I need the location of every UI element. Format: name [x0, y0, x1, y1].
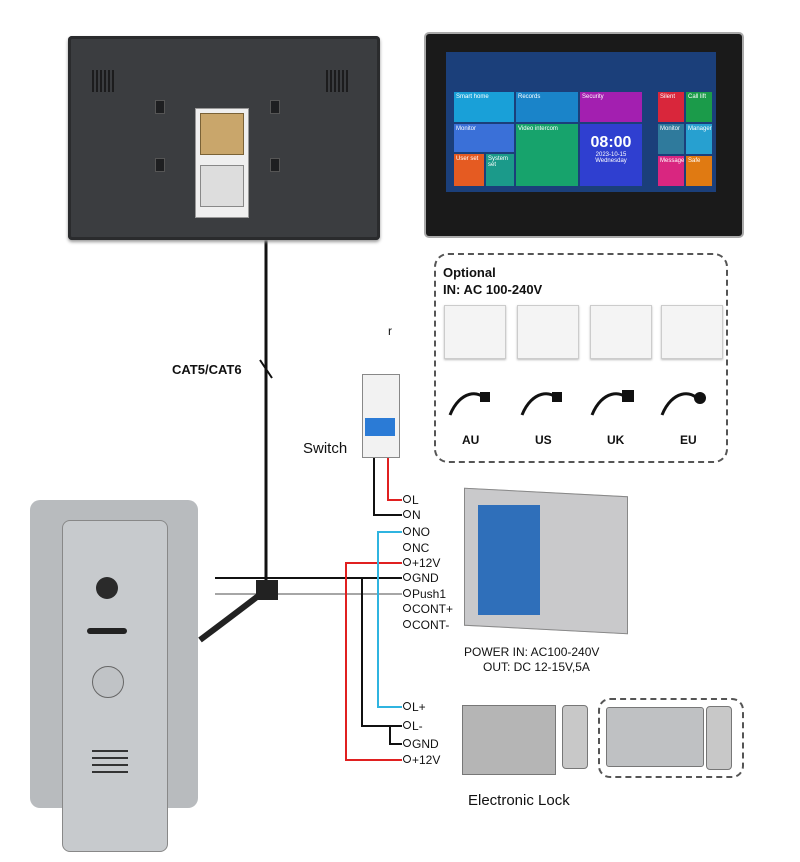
wire-gnd-lock — [389, 726, 402, 745]
optional-title: Optional — [443, 265, 496, 280]
switch-label: Switch — [303, 440, 348, 457]
terminal-gnd: GND — [403, 571, 439, 585]
electronic-lock-open-view — [462, 705, 556, 775]
clock-tile: 08:00 2023-10-15 Wednesday — [580, 124, 642, 186]
tile-message: Message — [658, 156, 684, 186]
call-button[interactable] — [92, 666, 124, 698]
clock-day: Wednesday — [595, 158, 627, 164]
terminal-lock-12v: +12V — [403, 753, 440, 767]
wire-L — [387, 452, 402, 501]
au-plug-icon — [448, 392, 490, 416]
uk-socket-icon — [590, 305, 652, 359]
tile-user-set: User set — [454, 154, 484, 186]
vent-grille — [92, 70, 114, 92]
cable-break-mark — [259, 359, 273, 379]
tile-safe: Safe — [686, 156, 712, 186]
stray-character: r — [388, 324, 392, 338]
wire-12v — [345, 562, 402, 761]
psu-spec-line1: POWER IN: AC100-240V — [464, 645, 600, 659]
monitor-screen: Smart home Records Security Monitor Vide… — [446, 52, 716, 192]
terminal-no: NO — [403, 525, 430, 539]
terminal-12v: +12V — [403, 556, 440, 570]
us-socket-icon — [517, 305, 579, 359]
connector — [256, 580, 278, 600]
psu-spec-line2: OUT: DC 12-15V,5A — [483, 660, 590, 674]
mounting-slot — [270, 100, 280, 114]
region-au: AU — [462, 433, 480, 447]
mounting-slot — [155, 100, 165, 114]
us-plug-icon — [520, 392, 562, 416]
tile-monitor-2: Monitor — [658, 124, 684, 154]
tile-system-set: System set — [486, 154, 514, 186]
terminal-push1: Push1 — [403, 587, 446, 601]
lock-strike-plate — [562, 705, 588, 769]
region-eu: EU — [680, 433, 697, 447]
breaker-toggle — [365, 418, 395, 436]
eu-plug-icon — [660, 392, 706, 416]
vent-grille — [326, 70, 348, 92]
ir-led-slot — [87, 628, 127, 634]
terminal-cont-minus: CONT- — [403, 618, 449, 632]
terminal-nc: NC — [403, 541, 429, 555]
tile-silent: Silent — [658, 92, 684, 122]
plug-icons — [448, 390, 706, 416]
tile-monitor: Monitor — [454, 124, 514, 152]
lock-label: Electronic Lock — [468, 792, 570, 809]
wire-no — [377, 531, 402, 708]
mounting-slot — [270, 158, 280, 172]
camera-lens-icon — [96, 577, 118, 599]
region-uk: UK — [607, 433, 625, 447]
tile-manager: Manager — [686, 124, 712, 154]
mounting-slot — [155, 158, 165, 172]
tile-records: Records — [516, 92, 578, 122]
au-socket-icon — [444, 305, 506, 359]
connector-board — [200, 113, 244, 155]
tile-security: Security — [580, 92, 642, 122]
lock-keeper-plate — [706, 706, 732, 770]
terminal-n: N — [403, 508, 421, 522]
optional-input: IN: AC 100-240V — [443, 282, 543, 297]
wire-nc — [361, 578, 402, 727]
circuit-breaker — [362, 374, 400, 458]
psu-circuit-board — [478, 505, 540, 615]
terminal-lock-plus: L+ — [403, 700, 426, 714]
speaker-grille — [92, 745, 128, 773]
terminal-cont-plus: CONT+ — [403, 602, 453, 616]
tile-smart-home: Smart home — [454, 92, 514, 122]
lock-alternative-box — [598, 698, 744, 778]
terminal-lock-gnd: GND — [403, 737, 439, 751]
region-us: US — [535, 433, 552, 447]
eu-socket-icon — [661, 305, 723, 359]
electronic-lock-closed-view — [606, 707, 704, 767]
tile-call-lift: Call lift — [686, 92, 712, 122]
tile-video-intercom: Video intercom — [516, 124, 578, 186]
wire-N — [373, 452, 402, 516]
optional-plug-box — [434, 253, 728, 463]
cable-label: CAT5/CAT6 — [172, 362, 242, 377]
terminal-lock-minus: L- — [403, 719, 423, 733]
clock-date: 2023-10-15 — [595, 152, 627, 158]
uk-plug-icon — [590, 390, 634, 416]
clock-time: 08:00 — [590, 134, 632, 151]
wiring-sticker — [200, 165, 244, 207]
terminal-l: L — [403, 493, 419, 507]
